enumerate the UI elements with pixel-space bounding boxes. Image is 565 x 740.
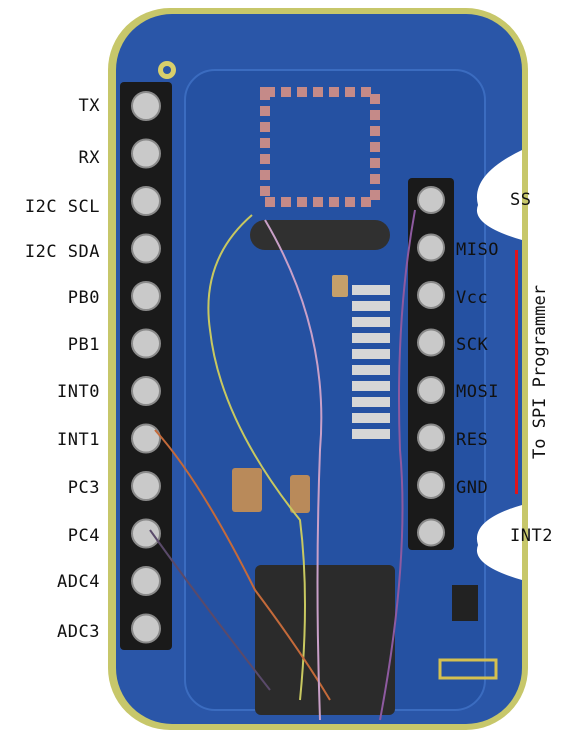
yellow-wire: [207, 214, 306, 701]
smd-pad: [352, 317, 390, 327]
right-pin-header: [408, 178, 454, 550]
empty-ic-footprint: [260, 87, 380, 207]
right-header-pin: [417, 233, 445, 262]
smd-pad: [352, 413, 390, 423]
smd-pad: [352, 381, 390, 391]
pin-label-adc3: ADC3: [57, 622, 100, 642]
right-header-pin: [417, 518, 445, 547]
left-header-pin: [131, 376, 161, 406]
spi-group-bracket: [515, 250, 518, 494]
small-ic: [452, 585, 478, 621]
capacitor-medium: [290, 475, 310, 513]
left-header-pin: [131, 423, 161, 454]
left-header-pin: [131, 233, 161, 264]
pin-label-pc4: PC4: [67, 526, 100, 546]
spi-programmer-label: To SPI Programmer: [530, 285, 550, 459]
right-header-pin: [417, 376, 445, 404]
red-wire: [154, 429, 331, 701]
pin-label-gnd: GND: [456, 478, 489, 498]
smd-pad: [352, 397, 390, 407]
pin-label-int1: INT1: [57, 430, 100, 450]
pin-label-vcc: Vcc: [456, 288, 489, 308]
pin-label-miso: MISO: [456, 240, 499, 260]
pin-label-rx: RX: [78, 148, 100, 168]
pin-label-sck: SCK: [456, 335, 489, 355]
pin-label-pc3: PC3: [67, 478, 100, 498]
pin-label-int0: INT0: [57, 382, 100, 402]
left-header-pin: [131, 613, 161, 644]
left-pin-header: [120, 82, 172, 650]
left-header-pin: [131, 328, 161, 359]
pin-label-pb0: PB0: [67, 288, 100, 308]
pink-wire: [264, 219, 323, 721]
pin-label-adc4: ADC4: [57, 572, 100, 592]
smd-pad: [352, 333, 390, 343]
crystal-oscillator: [250, 220, 390, 250]
microcontroller-chip: [255, 565, 395, 715]
right-header-pin: [417, 281, 445, 309]
pin-label-tx: TX: [78, 96, 100, 116]
pin-label-i2c-sda: I2C SDA: [24, 242, 100, 262]
pin-label-int2: INT2: [510, 526, 553, 546]
pin-label-pb1: PB1: [67, 335, 100, 355]
smd-pad: [352, 285, 390, 295]
capacitor-small: [332, 275, 348, 297]
smd-pad: [352, 301, 390, 311]
pin-label-res: RES: [456, 430, 489, 450]
pin-label-i2c-scl: I2C SCL: [24, 197, 100, 217]
purple-wire: [379, 209, 416, 721]
right-header-pin: [417, 186, 445, 214]
smd-pad: [352, 349, 390, 359]
right-header-pin: [417, 471, 445, 499]
left-header-pin: [131, 186, 161, 216]
left-header-pin: [131, 138, 161, 169]
right-header-pin: [417, 328, 445, 357]
right-header-pin: [417, 423, 445, 452]
left-header-pin: [131, 91, 161, 121]
board-notch-bottom: [476, 505, 522, 580]
left-header-pin: [131, 518, 161, 549]
pin-label-ss: SS: [510, 190, 532, 210]
dark-wire: [149, 529, 271, 691]
left-header-pin: [131, 281, 161, 311]
left-header-pin: [131, 471, 161, 501]
left-header-pin: [131, 566, 161, 596]
board-notch-top: [476, 150, 522, 240]
pin-label-mosi: MOSI: [456, 382, 499, 402]
capacitor-large: [232, 468, 262, 512]
connector-footprint: [438, 658, 498, 680]
smd-pad: [352, 365, 390, 375]
smd-pad: [352, 429, 390, 439]
